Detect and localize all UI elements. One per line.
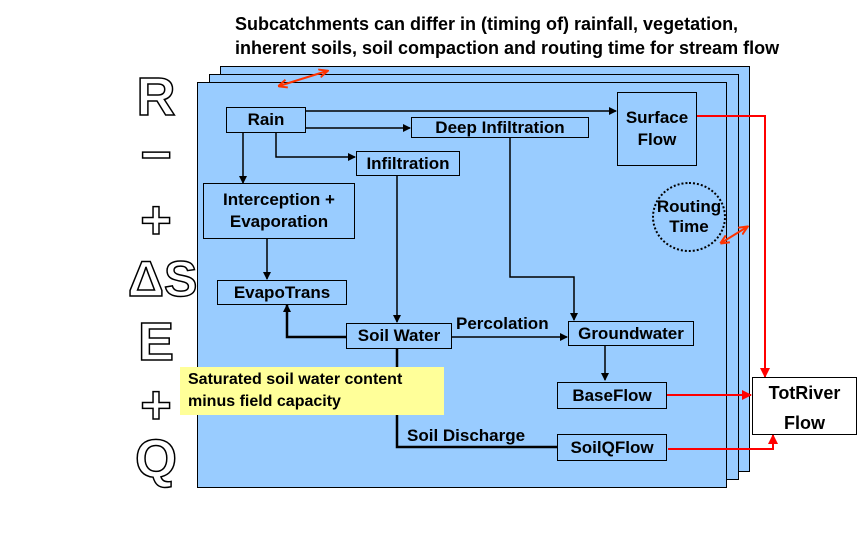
soil-water-node: Soil Water xyxy=(346,323,452,349)
evapotrans-node: EvapoTrans xyxy=(217,280,347,305)
totriver-label-2: Flow xyxy=(784,413,825,433)
interception-evaporation-node: Interception + Evaporation xyxy=(203,183,355,239)
soil-discharge-label: Soil Discharge xyxy=(407,426,526,445)
note-line-2: minus field capacity xyxy=(188,393,341,410)
side-letter-plus-2: + xyxy=(139,375,172,435)
baseflow-node: BaseFlow xyxy=(557,382,667,409)
caption-line-1: Subcatchments can differ in (timing of) … xyxy=(235,14,739,34)
caption: Subcatchments can differ in (timing of) … xyxy=(235,12,855,60)
infiltration-node: Infiltration xyxy=(356,151,460,176)
saturation-note: Saturated soil water content minus field… xyxy=(180,367,444,415)
caption-line-2: inherent soils, soil compaction and rout… xyxy=(235,38,780,58)
totriver-flow-node: TotRiver Flow xyxy=(752,377,857,435)
interception-label-2: Evaporation xyxy=(229,212,329,231)
surface-flow-node: Surface Flow xyxy=(617,92,697,166)
totriver-label-1: TotRiver xyxy=(768,383,841,403)
soilqflow-node: SoilQFlow xyxy=(557,434,667,461)
side-letter-plus-1: + xyxy=(139,190,172,250)
routing-label-2: Time xyxy=(669,217,709,236)
routing-time-node: Routing Time xyxy=(652,182,726,252)
surface-flow-label-1: Surface xyxy=(625,108,689,127)
percolation-label: Percolation xyxy=(456,314,549,333)
routing-label-1: Routing xyxy=(656,197,722,216)
deep-infiltration-node: Deep Infiltration xyxy=(411,117,589,138)
side-letter-e: E xyxy=(137,312,175,372)
side-letter-r: R xyxy=(136,67,177,127)
surface-flow-label-2: Flow xyxy=(637,130,677,149)
note-line-1: Saturated soil water content xyxy=(188,371,403,388)
rain-node: Rain xyxy=(226,107,306,133)
interception-label-1: Interception + xyxy=(223,190,335,209)
side-letter-minus: − xyxy=(139,125,172,185)
groundwater-node: Groundwater xyxy=(568,321,694,346)
side-letter-q: Q xyxy=(134,429,178,489)
